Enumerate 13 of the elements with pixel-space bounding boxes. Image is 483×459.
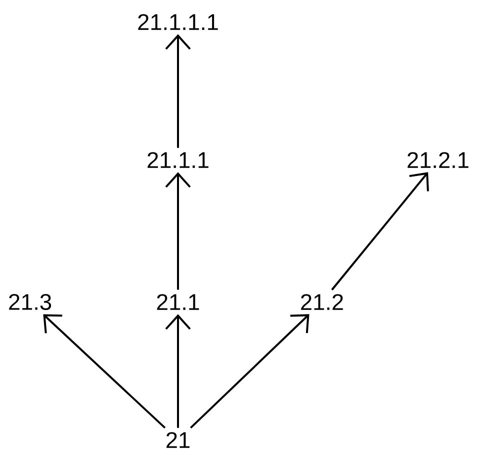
node-label: 21.1 [157, 294, 199, 310]
arrow [331, 172, 429, 290]
node-label: 21.2.1 [408, 152, 468, 168]
node-label: 21.2 [301, 294, 343, 310]
node-label: 21.3 [9, 294, 52, 310]
node-label: 21.1.1 [148, 152, 208, 168]
arrow [165, 314, 191, 428]
arrow [190, 314, 310, 429]
node-label: 21.1.1.1 [138, 14, 218, 30]
node-label: 21 [166, 432, 190, 448]
arrow [43, 314, 166, 429]
arrow [165, 172, 191, 290]
arrow [165, 34, 191, 148]
